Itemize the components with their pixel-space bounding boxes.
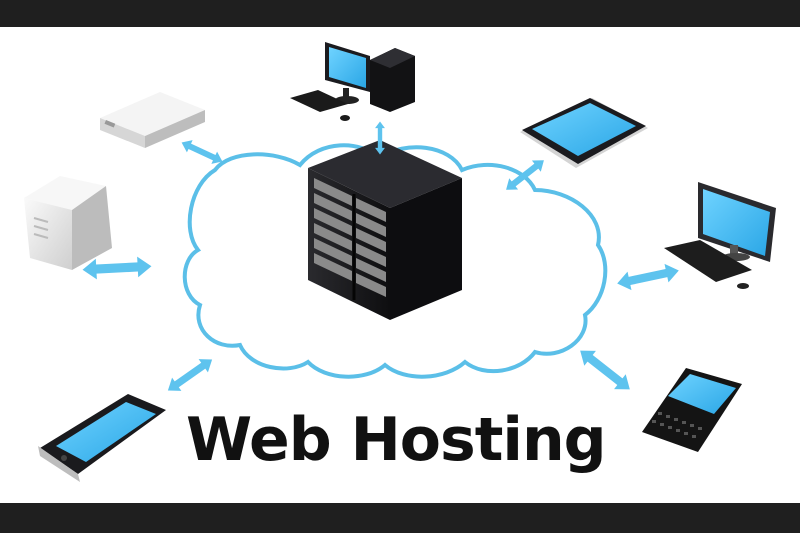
double-arrow-icon xyxy=(178,136,226,168)
double-arrow-icon xyxy=(163,352,217,398)
double-arrow-icon xyxy=(375,121,385,155)
server-rack-icon xyxy=(308,140,462,320)
page-title: Web Hosting xyxy=(186,405,607,475)
bottom-frame-bar xyxy=(0,503,800,533)
monitor-keyboard-icon xyxy=(664,182,776,289)
double-arrow-icon xyxy=(82,255,152,281)
rack-unit-icon xyxy=(100,92,205,148)
smartphone-icon xyxy=(38,394,166,482)
tablet-icon xyxy=(520,98,648,168)
top-frame-bar xyxy=(0,0,800,27)
double-arrow-icon xyxy=(574,343,636,397)
desktop-computer-icon xyxy=(290,42,415,121)
smartphone-qwerty-icon xyxy=(642,368,742,452)
double-arrow-icon xyxy=(615,261,681,293)
tower-server-icon xyxy=(24,176,112,270)
